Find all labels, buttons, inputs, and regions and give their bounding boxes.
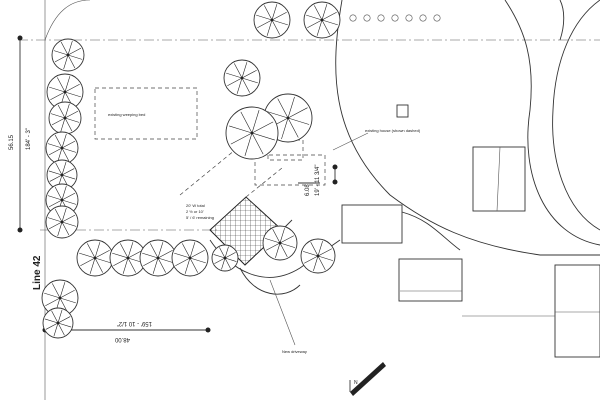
- tree-canopy-icon: [76, 239, 114, 277]
- tree-canopy-icon: [45, 205, 79, 239]
- tree-canopy-icon: [46, 73, 84, 111]
- proposed-house-note-1: 20' W total: [186, 203, 205, 208]
- proposed-house-note-2: 2 ½ or 10': [186, 209, 204, 214]
- tree-canopy-icon: [262, 225, 298, 261]
- outbuilding-right: [472, 146, 526, 212]
- building-far-right: [554, 264, 600, 358]
- offset-imperial: 19' - 11 3/4": [315, 164, 321, 196]
- tree-canopy-icon: [41, 279, 79, 317]
- tree-canopy-icon: [42, 307, 74, 339]
- tree-canopy-icon: [171, 239, 209, 277]
- existing-weeping-bed: [94, 87, 198, 140]
- tree-canopy-icon: [300, 238, 336, 274]
- existing-weeping-bed-label: existing weeping bed: [108, 112, 145, 117]
- tree-canopy-icon: [109, 239, 147, 277]
- line-label: Line 42: [32, 255, 43, 290]
- tree-canopy-icon: [211, 244, 239, 272]
- dimension-horizontal-imperial: 159' - 10 1/2": [117, 320, 152, 326]
- tree-group: [41, 1, 341, 339]
- tree-canopy-icon: [48, 101, 82, 135]
- tree-canopy-icon: [223, 59, 261, 97]
- existing-house-label: existing house (shown dashed): [365, 128, 421, 133]
- north-arrow-icon: [349, 362, 386, 396]
- tree-canopy-icon: [45, 131, 79, 165]
- bollard-row: [349, 14, 441, 22]
- small-shed: [396, 104, 409, 118]
- dimension-vertical-metric: 56.15: [9, 134, 15, 150]
- vertical-dimension: [17, 35, 23, 233]
- new-driveway-label: New driveway: [282, 349, 307, 354]
- offset-metric: 6.08: [305, 184, 311, 196]
- tree-canopy-icon: [303, 1, 341, 39]
- north-arrow-label: N: [354, 380, 358, 386]
- tree-canopy-icon: [253, 1, 291, 39]
- tree-canopy-icon: [139, 239, 177, 277]
- dimension-horizontal-metric: 48.00: [114, 336, 130, 342]
- tree-canopy-icon: [225, 106, 279, 160]
- building-lower: [398, 258, 463, 302]
- property-lines: [18, 0, 600, 400]
- tree-canopy-icon: [51, 38, 85, 72]
- dimension-vertical-imperial: 184' - 3": [26, 128, 32, 150]
- garage-structure: [341, 204, 403, 244]
- proposed-house-note-3: 5' / 6' remaining: [186, 215, 214, 220]
